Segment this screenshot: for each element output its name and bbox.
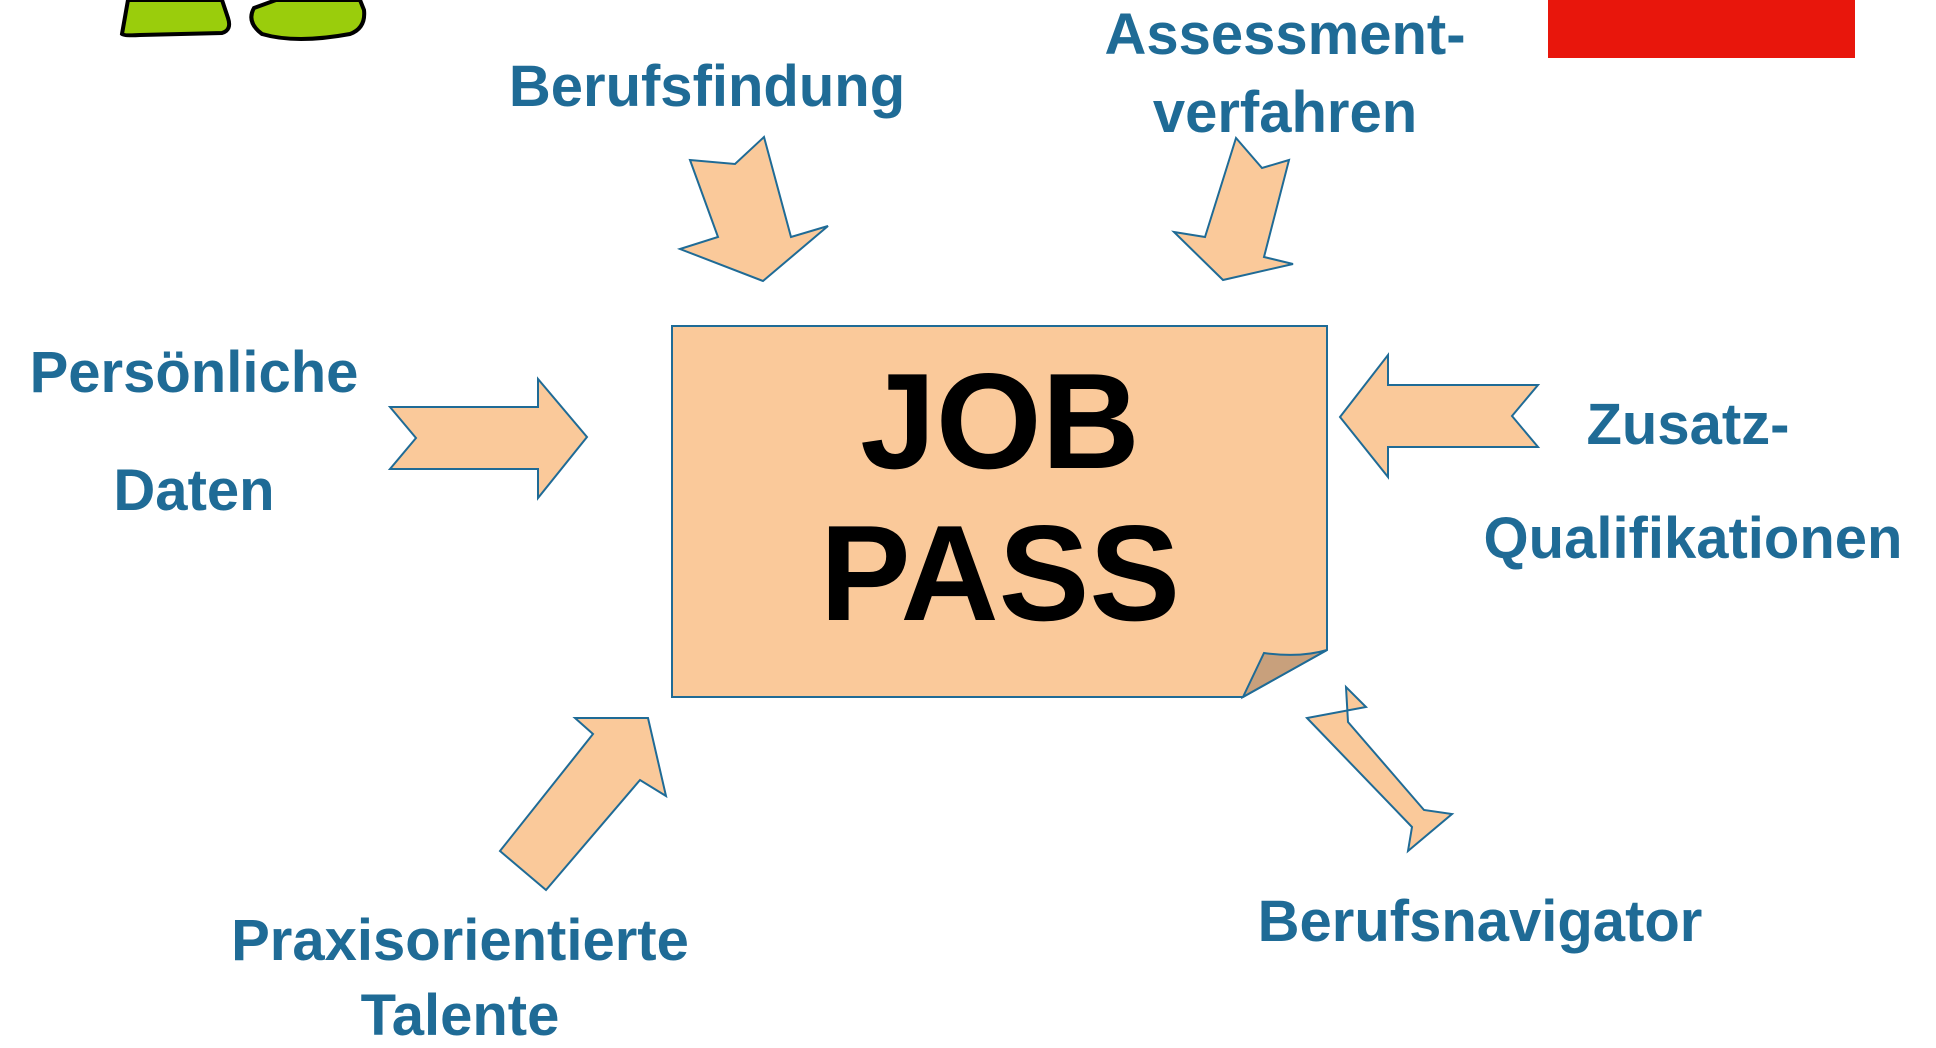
arrow-praxis: [498, 717, 668, 892]
red-logo-block: [1548, 0, 1855, 58]
label-persoenliche-line2: Daten: [113, 458, 275, 523]
job-pass-card: [671, 325, 1328, 700]
label-zusatz-line1: Zusatz-: [1586, 392, 1790, 457]
mascot-feet: [119, 0, 367, 41]
mascot-right-foot: [249, 0, 367, 41]
arrow-zusatz: [1338, 352, 1541, 480]
arrow-persoenliche-daten: [387, 376, 589, 501]
job-pass-title-line2: PASS: [819, 497, 1181, 649]
label-praxis-line1: Praxisorientierte: [231, 908, 689, 973]
label-zusatz-line2: Qualifikationen: [1483, 506, 1903, 571]
label-berufsfindung: Berufsfindung: [508, 54, 906, 119]
label-persoenliche-line1: Persönliche: [29, 340, 359, 405]
label-praxis-line2: Talente: [360, 983, 560, 1048]
label-berufsnavigator: Berufsnavigator: [1257, 889, 1703, 954]
mascot-left-foot: [119, 0, 232, 38]
label-assessment-line2: verfahren: [1152, 80, 1418, 145]
arrow-berufsnavigator: [1304, 684, 1455, 854]
job-pass-title-line1: JOB: [860, 345, 1140, 497]
arrow-berufsfindung: [676, 135, 829, 283]
arrows: [387, 135, 1541, 892]
arrow-assessment: [1171, 135, 1294, 282]
label-assessment-line1: Assessment-: [1104, 2, 1466, 67]
card-fold: [1240, 649, 1328, 700]
